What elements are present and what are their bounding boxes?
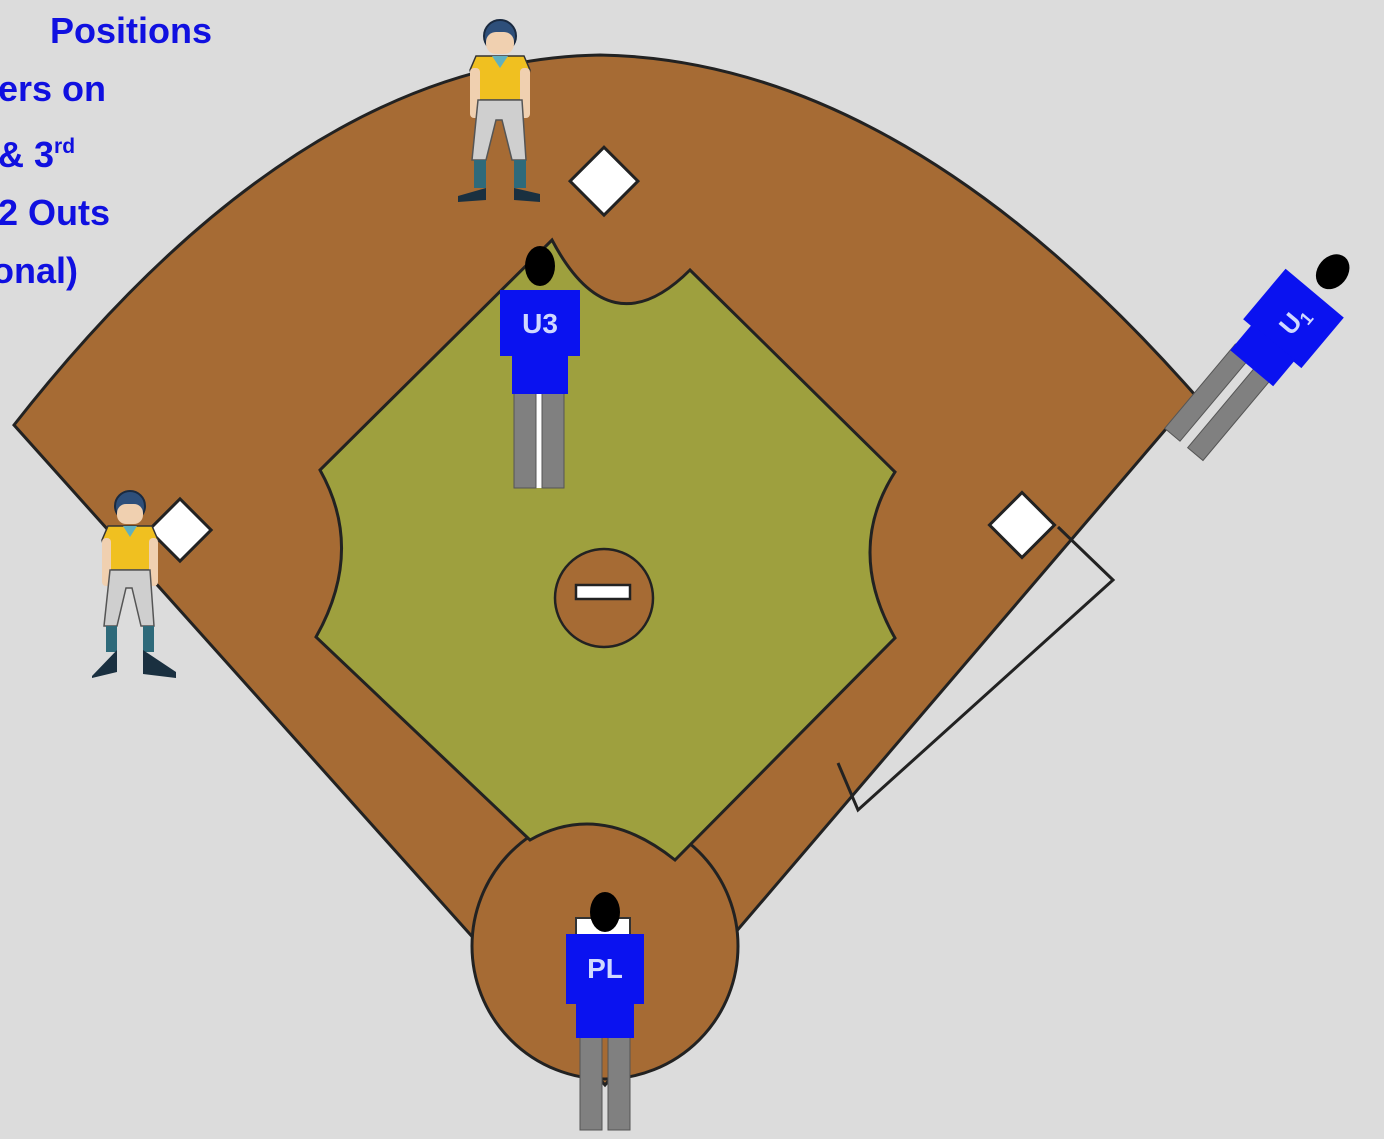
- title-line-3-sup: rd: [54, 135, 75, 158]
- title-line-4-text: 2 Outs: [0, 192, 110, 233]
- umpire-icon: [1309, 248, 1356, 296]
- title-line-2-text: ers on: [0, 68, 106, 109]
- title-line-1: Positions: [50, 2, 212, 60]
- umpire-icon: [525, 246, 555, 286]
- title-line-4: 2 Outs: [0, 184, 212, 242]
- umpire-u1: U1: [1157, 233, 1374, 471]
- title-line-3: & 3rd: [0, 118, 212, 184]
- title-line-3-text: & 3: [0, 134, 54, 175]
- umpire-u3-label: U3: [522, 308, 558, 339]
- diagram-title: Positions ers on & 3rd 2 Outs onal): [0, 2, 212, 300]
- title-line-5-text: onal): [0, 250, 78, 291]
- umpire-pl-label: PL: [587, 953, 623, 984]
- pitchers-rubber-icon: [576, 585, 630, 599]
- title-line-2: ers on: [0, 60, 212, 118]
- title-line-5: onal): [0, 242, 212, 300]
- umpire-icon: [590, 892, 620, 932]
